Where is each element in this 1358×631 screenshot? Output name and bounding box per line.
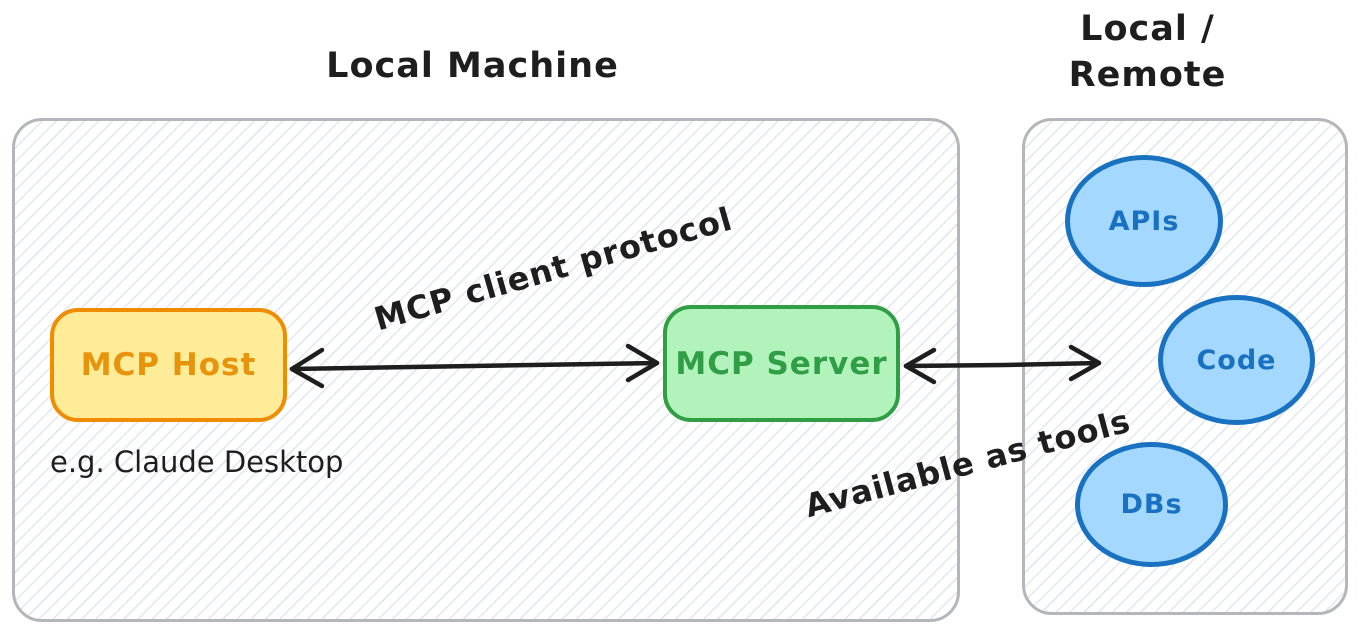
mcp-server-label: MCP Server xyxy=(675,345,888,382)
local-remote-title-line2: Remote xyxy=(1068,55,1227,95)
tool-circle-dbs: DBs xyxy=(1075,442,1228,567)
mcp-host-node: MCP Host xyxy=(50,308,287,422)
tool-apis-label: APIs xyxy=(1108,205,1180,237)
tool-circle-apis: APIs xyxy=(1065,155,1223,287)
mcp-server-node: MCP Server xyxy=(663,305,900,422)
tool-dbs-label: DBs xyxy=(1120,489,1183,520)
local-remote-title: Local / Remote xyxy=(1040,6,1255,98)
local-remote-title-line1: Local / xyxy=(1080,9,1215,49)
local-machine-title: Local Machine xyxy=(326,46,619,86)
tool-code-label: Code xyxy=(1196,344,1277,376)
mcp-host-caption: e.g. Claude Desktop xyxy=(50,445,344,479)
tool-circle-code: Code xyxy=(1158,295,1315,425)
mcp-host-label: MCP Host xyxy=(80,347,257,383)
